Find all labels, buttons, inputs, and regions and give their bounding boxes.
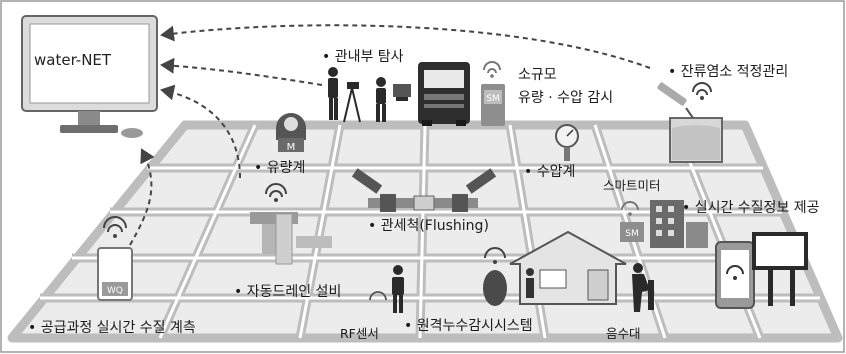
smartphone-icon [715, 241, 755, 309]
label-chlorine: • 잔류염소 적정관리 [668, 64, 789, 80]
flushing-pipe-icon [351, 168, 497, 212]
pressure-gauge-icon [555, 124, 579, 161]
flowmeter-icon [276, 113, 306, 152]
monitor-label: water-NET [34, 51, 112, 69]
flowmeter-m-tag: M [287, 142, 296, 153]
auto-drain-icon [250, 212, 332, 265]
wifi-icon-drain [265, 183, 287, 198]
label-smart-meter: 스마트미터 [603, 178, 661, 193]
leak-sensor-icon [483, 247, 507, 306]
label-flushing: • 관세척(Flushing) [368, 218, 489, 234]
fountain-person-icon [632, 263, 654, 312]
label-pressure-gauge: • 수압계 [524, 164, 576, 180]
label-flowmeter: • 유량계 [254, 160, 306, 176]
data-flow-arrows [129, 24, 651, 246]
label-leak-detection: • 원격누수감시시스템 [404, 318, 533, 334]
wq-tag: WQ [107, 286, 123, 296]
label-inspection: • 관내부 탐사 [322, 49, 404, 65]
label-supply-monitoring: • 공급과정 실시간 수질 계측 [28, 320, 196, 336]
house-icon [509, 230, 627, 305]
label-flow-pressure: 유량 · 수압 감시 [518, 90, 614, 106]
rf-sensor-worker-icon [369, 265, 404, 313]
monitor-icon [21, 15, 158, 138]
small-scale-meter-device [481, 61, 505, 126]
sm-meter-tag: SM [625, 229, 638, 239]
chlorine-tank-icon [657, 82, 723, 163]
smart-meter-building-icon [620, 200, 708, 248]
label-fountain: 음수대 [606, 326, 641, 341]
inspection-workers-icon [328, 67, 411, 123]
wq-sensor-device [97, 216, 133, 301]
label-realtime-info: • 실시간 수질정보 제공 [682, 200, 820, 216]
signage-board-icon [752, 232, 808, 306]
label-rf-sensor: RF센서 [340, 326, 379, 341]
inspection-truck-icon [418, 62, 470, 126]
label-small-scale: 소규모 [518, 67, 557, 83]
sm-small-tag: SM [486, 94, 499, 104]
label-auto-drain: • 자동드레인 설비 [234, 284, 342, 300]
